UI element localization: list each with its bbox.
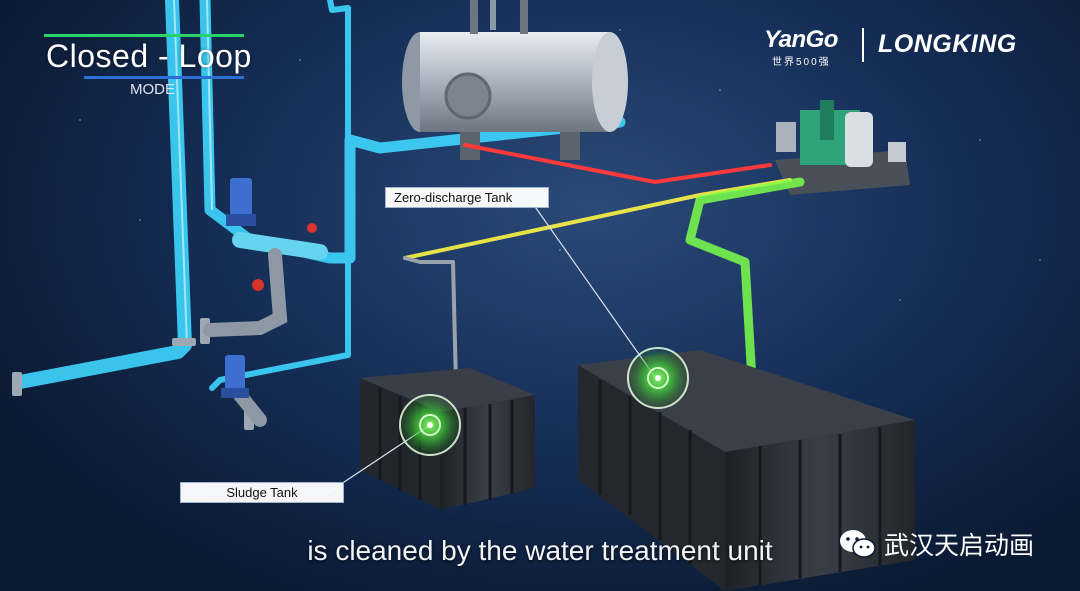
background-stars <box>79 29 1041 301</box>
red-valves <box>252 223 317 291</box>
green-pipe <box>685 177 805 385</box>
sludge-marker <box>398 393 462 457</box>
channel-watermark: 武汉天启动画 <box>838 526 1034 562</box>
blue-pump-upper <box>226 178 256 226</box>
blue-pump-lower <box>221 355 249 398</box>
grey-pump-piping <box>203 248 288 427</box>
sludge-tank-label: Sludge Tank <box>180 482 344 503</box>
water-treatment-unit <box>775 100 910 195</box>
brand-divider <box>862 28 864 62</box>
title-main: Closed - Loop <box>46 38 252 74</box>
wechat-icon <box>840 530 876 558</box>
yellow-pipe <box>403 178 792 387</box>
longking-logo: LONGKING <box>878 30 1017 58</box>
horizontal-pressure-tank <box>402 0 628 160</box>
zero-discharge-tank-label: Zero-discharge Tank <box>385 187 549 208</box>
cyan-pipes <box>13 0 626 391</box>
watermark-text: 武汉天启动画 <box>884 532 1035 560</box>
video-subtitle: is cleaned by the water treatment unit <box>307 535 773 566</box>
yango-logo-tagline: 世界500强 <box>772 57 831 68</box>
title-sub: MODE <box>130 81 175 98</box>
title-accent-top <box>44 34 244 37</box>
yango-logo: YanGo <box>764 26 838 53</box>
title-accent-bottom <box>84 76 244 79</box>
zero-discharge-marker <box>626 346 690 410</box>
red-pipe <box>463 143 772 185</box>
